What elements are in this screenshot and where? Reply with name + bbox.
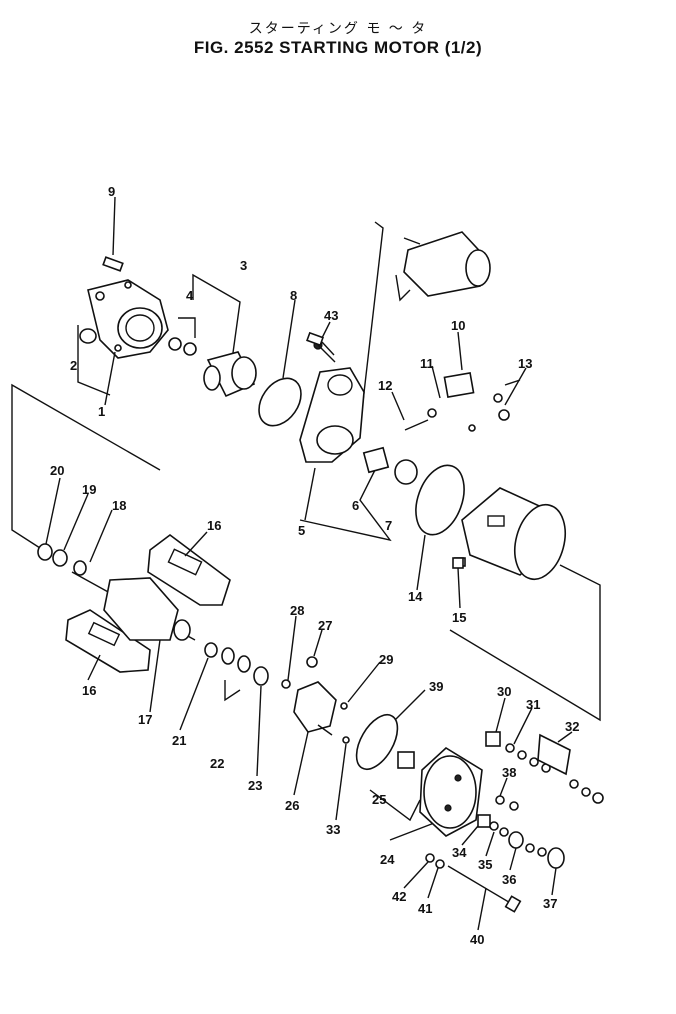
callout-18: 18 [112, 498, 126, 513]
callout-11: 11 [420, 356, 434, 371]
o-ring-14 [415, 464, 465, 536]
bracket-lines [11, 221, 601, 841]
gear-housing [299, 340, 365, 463]
callout-25: 25 [372, 792, 386, 807]
callout-34: 34 [452, 845, 467, 860]
callout-22: 22 [210, 756, 224, 771]
screw-9 [102, 196, 124, 272]
drive-housing [79, 279, 169, 359]
callout-36: 36 [502, 872, 516, 887]
callout-2: 2 [70, 358, 77, 373]
callout-38: 38 [502, 765, 516, 780]
callout-40: 40 [470, 932, 484, 947]
callout-13: 13 [518, 356, 532, 371]
callout-33: 33 [326, 822, 340, 837]
screw-43 [306, 331, 335, 356]
callout-42: 42 [392, 889, 406, 904]
callout-3: 3 [240, 258, 247, 273]
callout-16-upper: 16 [207, 518, 221, 533]
field-coil-lower [65, 609, 151, 673]
callout-9: 9 [108, 184, 115, 199]
leader-lines [45, 299, 573, 931]
washer-19 [52, 549, 68, 567]
bushing-6 [362, 446, 390, 474]
callout-28: 28 [290, 603, 304, 618]
magnetic-switch [395, 231, 491, 302]
callout-39: 39 [429, 679, 443, 694]
callout-14: 14 [408, 589, 423, 604]
pinion-assembly [168, 337, 257, 398]
callout-16-lower: 16 [82, 683, 96, 698]
washer-20 [37, 543, 53, 561]
callout-1: 1 [98, 404, 105, 419]
callout-35: 35 [478, 857, 492, 872]
callout-20: 20 [50, 463, 64, 478]
rear-bracket [397, 747, 483, 837]
callout-19: 19 [82, 482, 96, 497]
bearing-7 [394, 459, 418, 485]
callout-7: 7 [385, 518, 392, 533]
title-japanese: スターティング モ ～ タ [248, 21, 428, 37]
callout-21: 21 [172, 733, 186, 748]
callout-41: 41 [418, 901, 432, 916]
yoke [454, 487, 566, 581]
washer-23 [253, 666, 269, 686]
callout-23: 23 [248, 778, 262, 793]
terminal-parts [404, 371, 510, 432]
callout-8: 8 [290, 288, 297, 303]
terminal-hardware [477, 731, 604, 869]
callout-37: 37 [543, 896, 557, 911]
washer-21 [204, 642, 218, 658]
callout-31: 31 [526, 697, 540, 712]
callout-30: 30 [497, 684, 511, 699]
o-ring-39 [355, 714, 399, 770]
callout-15: 15 [452, 610, 466, 625]
callout-43: 43 [324, 308, 338, 323]
callout-5: 5 [298, 523, 305, 538]
callout-4: 4 [186, 288, 194, 303]
callout-labels: 1 2 3 4 5 6 7 8 9 10 11 12 13 14 15 16 1… [50, 184, 579, 947]
callout-29: 29 [379, 652, 393, 667]
callout-6: 6 [352, 498, 359, 513]
washer-22b [237, 655, 251, 673]
figure-title: FIG. 2552 STARTING MOTOR (1/2) [193, 38, 483, 57]
o-ring-8 [258, 377, 302, 427]
callout-17: 17 [138, 712, 152, 727]
washer-22a [221, 647, 235, 665]
callout-12: 12 [378, 378, 392, 393]
callout-26: 26 [285, 798, 299, 813]
armature [71, 560, 196, 641]
callout-24: 24 [380, 852, 395, 867]
field-coil-upper [147, 534, 231, 606]
through-bolt [425, 853, 522, 913]
callout-10: 10 [451, 318, 465, 333]
screw-15 [452, 557, 464, 569]
brush-holder [281, 656, 350, 744]
callout-27: 27 [318, 618, 332, 633]
callout-32: 32 [565, 719, 579, 734]
